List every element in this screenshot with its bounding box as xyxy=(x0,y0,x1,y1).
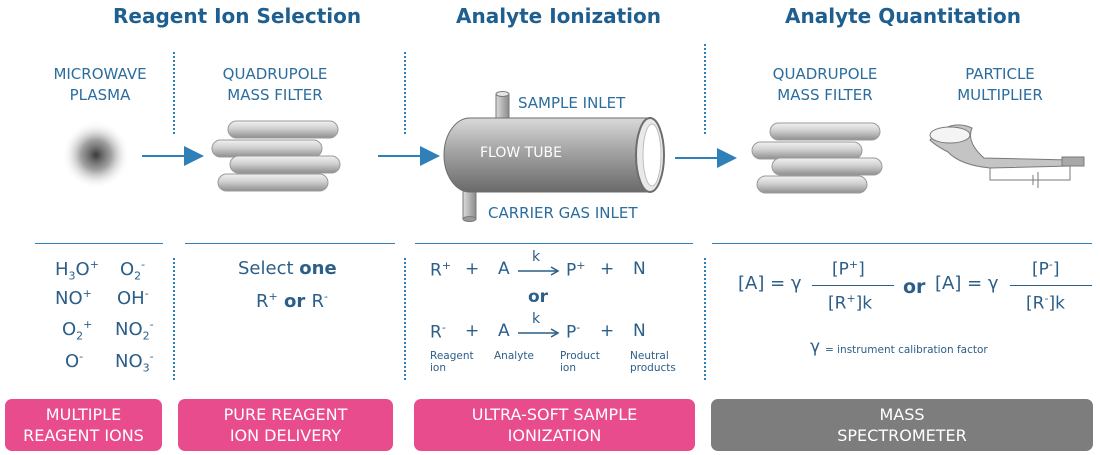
reaction-plus-3: + xyxy=(465,321,480,341)
reaction-n-2: N xyxy=(633,321,646,341)
box-1-line1: MULTIPLE xyxy=(45,405,122,424)
box-3-line1: ULTRA-SOFT SAMPLE xyxy=(471,405,638,424)
reaction-arrowhead-2-icon xyxy=(550,328,560,338)
quant-numerator-1: [P+] xyxy=(832,258,865,280)
quant-or: or xyxy=(903,276,926,298)
separator-1 xyxy=(35,243,163,244)
ion-o2-minus: O2- xyxy=(120,258,146,283)
label-flow-tube: FLOW TUBE xyxy=(480,145,562,161)
fraction-bar-1 xyxy=(812,285,894,286)
ion-no-plus: NO+ xyxy=(55,287,92,309)
box-2-line2: ION DELIVERY xyxy=(229,426,342,445)
label-carrier-gas-inlet: CARRIER GAS INLET xyxy=(488,204,638,222)
box-2-line1: PURE REAGENT xyxy=(223,405,348,424)
label-particle-line2: MULTIPLIER xyxy=(957,86,1043,104)
reaction-a-1: A xyxy=(498,259,510,279)
header-analyte-quantitation: Analyte Quantitation xyxy=(785,4,1022,28)
label-microwave-line2: PLASMA xyxy=(69,86,131,104)
divider-3 xyxy=(704,44,706,134)
box-4-line2: SPECTROMETER xyxy=(837,426,967,445)
box-4-line1: MASS xyxy=(879,405,925,424)
box-3-line2: IONIZATION xyxy=(507,426,602,445)
box-multiple-reagent-ions: MULTIPLE REAGENT IONS xyxy=(5,399,162,451)
label-quadrupole-2: QUADRUPOLE MASS FILTER xyxy=(745,64,905,106)
plasma-glow-icon xyxy=(62,121,130,189)
reaction-r-plus: R+ xyxy=(430,259,452,281)
fraction-bar-2 xyxy=(1010,285,1092,286)
separator-3 xyxy=(415,243,693,244)
ion-no3-minus: NO3- xyxy=(115,350,154,375)
label-microwave-plasma: MICROWAVE PLASMA xyxy=(40,64,160,106)
select-r-plus-or-r-minus: R+ or R- xyxy=(256,290,329,312)
reaction-plus-4: + xyxy=(600,321,615,341)
reaction-plus-2: + xyxy=(600,259,615,279)
box-mass-spectrometer: MASS SPECTROMETER xyxy=(711,399,1093,451)
reaction-p-plus: P+ xyxy=(566,259,586,281)
divider-4 xyxy=(173,258,175,380)
separator-2 xyxy=(185,243,395,244)
label-sample-inlet: SAMPLE INLET xyxy=(518,94,626,112)
quant-denominator-1: [R+]k xyxy=(828,292,873,314)
label-microwave-line1: MICROWAVE xyxy=(53,65,147,83)
gamma-note: = instrument calibration factor xyxy=(825,344,988,356)
reaction-a-2: A xyxy=(498,321,510,341)
caption-analyte: Analyte xyxy=(494,350,534,362)
reaction-plus-1: + xyxy=(465,259,480,279)
label-particle-line1: PARTICLE xyxy=(965,65,1035,83)
divider-1 xyxy=(173,52,175,134)
quadrupole-1-icon xyxy=(211,120,341,192)
ion-o2-plus: O2+ xyxy=(62,318,93,343)
label-quad2-line2: MASS FILTER xyxy=(777,86,873,104)
box-pure-reagent-ion-delivery: PURE REAGENT ION DELIVERY xyxy=(178,399,393,451)
reaction-k-1: k xyxy=(532,249,541,265)
label-quad1-line2: MASS FILTER xyxy=(227,86,323,104)
header-analyte-ionization: Analyte Ionization xyxy=(456,4,661,28)
reaction-r-minus: R- xyxy=(430,321,446,343)
ion-o-minus: O- xyxy=(65,350,84,372)
label-quadrupole-1: QUADRUPOLE MASS FILTER xyxy=(200,64,350,106)
header-reagent-ion-selection: Reagent Ion Selection xyxy=(113,4,362,28)
reaction-k-2: k xyxy=(532,311,541,327)
reaction-or: or xyxy=(528,287,549,307)
ion-h3o: H3O+ xyxy=(55,258,99,283)
reaction-n-1: N xyxy=(633,259,646,279)
particle-multiplier-icon xyxy=(929,124,1085,188)
box-ultra-soft-sample-ionization: ULTRA-SOFT SAMPLE IONIZATION xyxy=(414,399,695,451)
ion-oh-minus: OH- xyxy=(117,287,149,309)
gamma-symbol: γ xyxy=(810,337,821,357)
flow-tube-icon xyxy=(443,91,665,222)
label-quad1-line1: QUADRUPOLE xyxy=(222,65,328,83)
divider-6 xyxy=(704,258,706,380)
quadrupole-2-icon xyxy=(751,122,883,194)
divider-2 xyxy=(404,52,406,134)
label-particle-multiplier: PARTICLE MULTIPLIER xyxy=(935,64,1065,106)
box-1-line2: REAGENT IONS xyxy=(23,426,144,445)
reaction-p-minus: P- xyxy=(566,321,581,343)
quant-lhs-2: [A] = γ xyxy=(935,273,999,294)
quant-lhs-1: [A] = γ xyxy=(738,273,802,294)
select-one-text: Select one xyxy=(238,258,337,279)
reaction-arrowhead-1-icon xyxy=(550,266,560,276)
divider-5 xyxy=(404,258,406,380)
quant-denominator-2: [R-]k xyxy=(1026,292,1065,314)
label-quad2-line1: QUADRUPOLE xyxy=(772,65,878,83)
ion-no2-minus: NO2- xyxy=(115,318,154,343)
quant-numerator-2: [P-] xyxy=(1032,258,1060,280)
separator-4 xyxy=(712,243,1092,244)
